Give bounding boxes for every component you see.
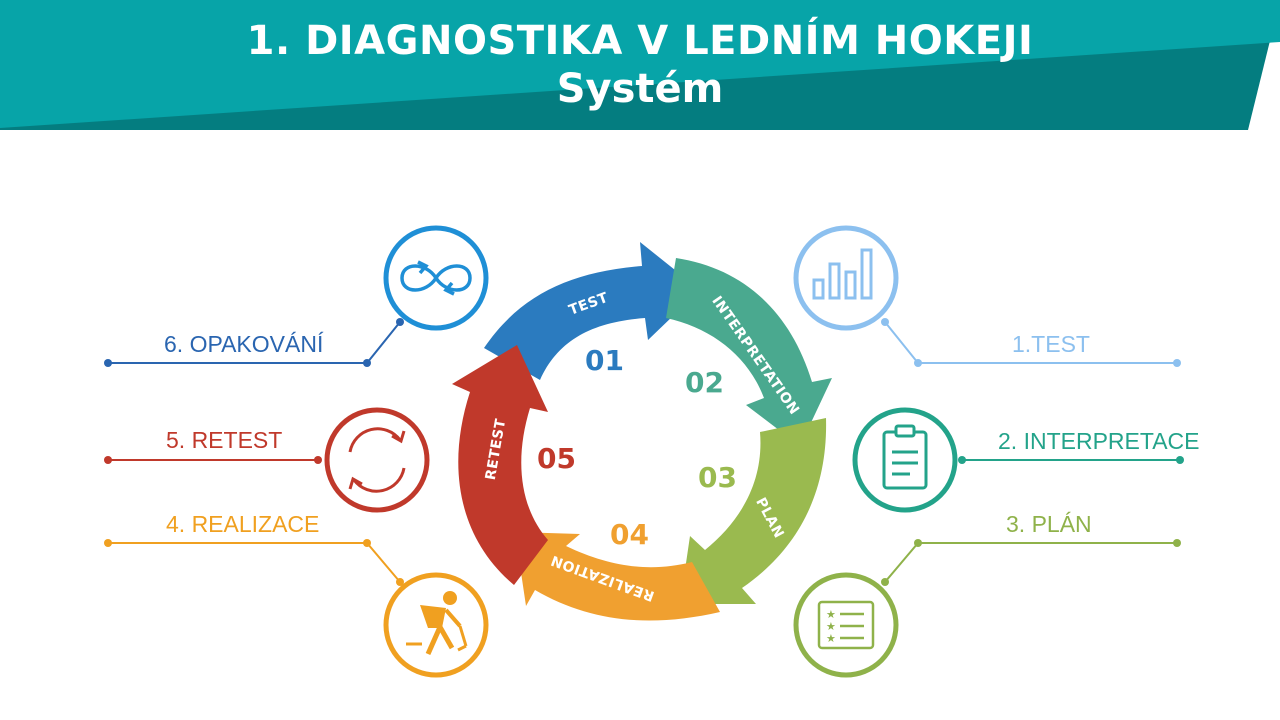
icon-retest-circle bbox=[324, 407, 430, 513]
svg-text:★: ★ bbox=[826, 608, 836, 621]
icon-realizace-circle bbox=[383, 572, 489, 678]
cycle-arrows bbox=[452, 242, 832, 621]
arrow-realization[interactable] bbox=[515, 532, 720, 621]
page-subtitle: Systém bbox=[556, 66, 724, 112]
arrow-test[interactable] bbox=[484, 242, 700, 380]
label-realizace: 4. REALIZACE bbox=[166, 511, 320, 537]
infinity-loop-icon bbox=[400, 260, 472, 296]
connector-realizace bbox=[108, 542, 401, 583]
page-title: 1. DIAGNOSTIKA V LEDNÍM HOKEJI bbox=[246, 18, 1034, 64]
hockey-player-icon bbox=[406, 591, 468, 656]
svg-text:★: ★ bbox=[826, 632, 836, 645]
arrow-interpretation[interactable] bbox=[666, 258, 832, 446]
icon-test-circle bbox=[793, 225, 899, 331]
arrow-retest[interactable] bbox=[452, 345, 548, 585]
banner-shape bbox=[0, 0, 1280, 130]
bar-chart-icon bbox=[812, 248, 873, 300]
star-bullets: ★★★ bbox=[826, 608, 836, 645]
step-number-02: 02 bbox=[685, 366, 724, 399]
step-number-03: 03 bbox=[698, 461, 737, 494]
icon-opakovani-circle bbox=[383, 225, 489, 331]
clipboard-icon bbox=[882, 424, 928, 490]
refresh-icon bbox=[348, 427, 406, 493]
connector-dots bbox=[104, 318, 1184, 586]
label-opakovani: 6. OPAKOVÁNÍ bbox=[164, 331, 324, 357]
icon-interpretace-circle bbox=[852, 407, 958, 513]
icon-plan-circle: ★★★ bbox=[793, 572, 899, 678]
checklist-icon bbox=[817, 600, 875, 650]
svg-text:★: ★ bbox=[826, 620, 836, 633]
step-number-04: 04 bbox=[610, 518, 649, 551]
label-retest: 5. RETEST bbox=[166, 427, 283, 453]
header-banner: 1. DIAGNOSTIKA V LEDNÍM HOKEJI Systém bbox=[0, 0, 1280, 130]
label-test: 1.TEST bbox=[1012, 331, 1090, 357]
label-plan: 3. PLÁN bbox=[1006, 511, 1092, 537]
label-interpretace: 2. INTERPRETACE bbox=[998, 428, 1200, 454]
step-number-05: 05 bbox=[537, 442, 576, 475]
arrow-plan[interactable] bbox=[680, 418, 827, 604]
step-number-01: 01 bbox=[585, 344, 624, 377]
connector-plan bbox=[884, 542, 1177, 583]
